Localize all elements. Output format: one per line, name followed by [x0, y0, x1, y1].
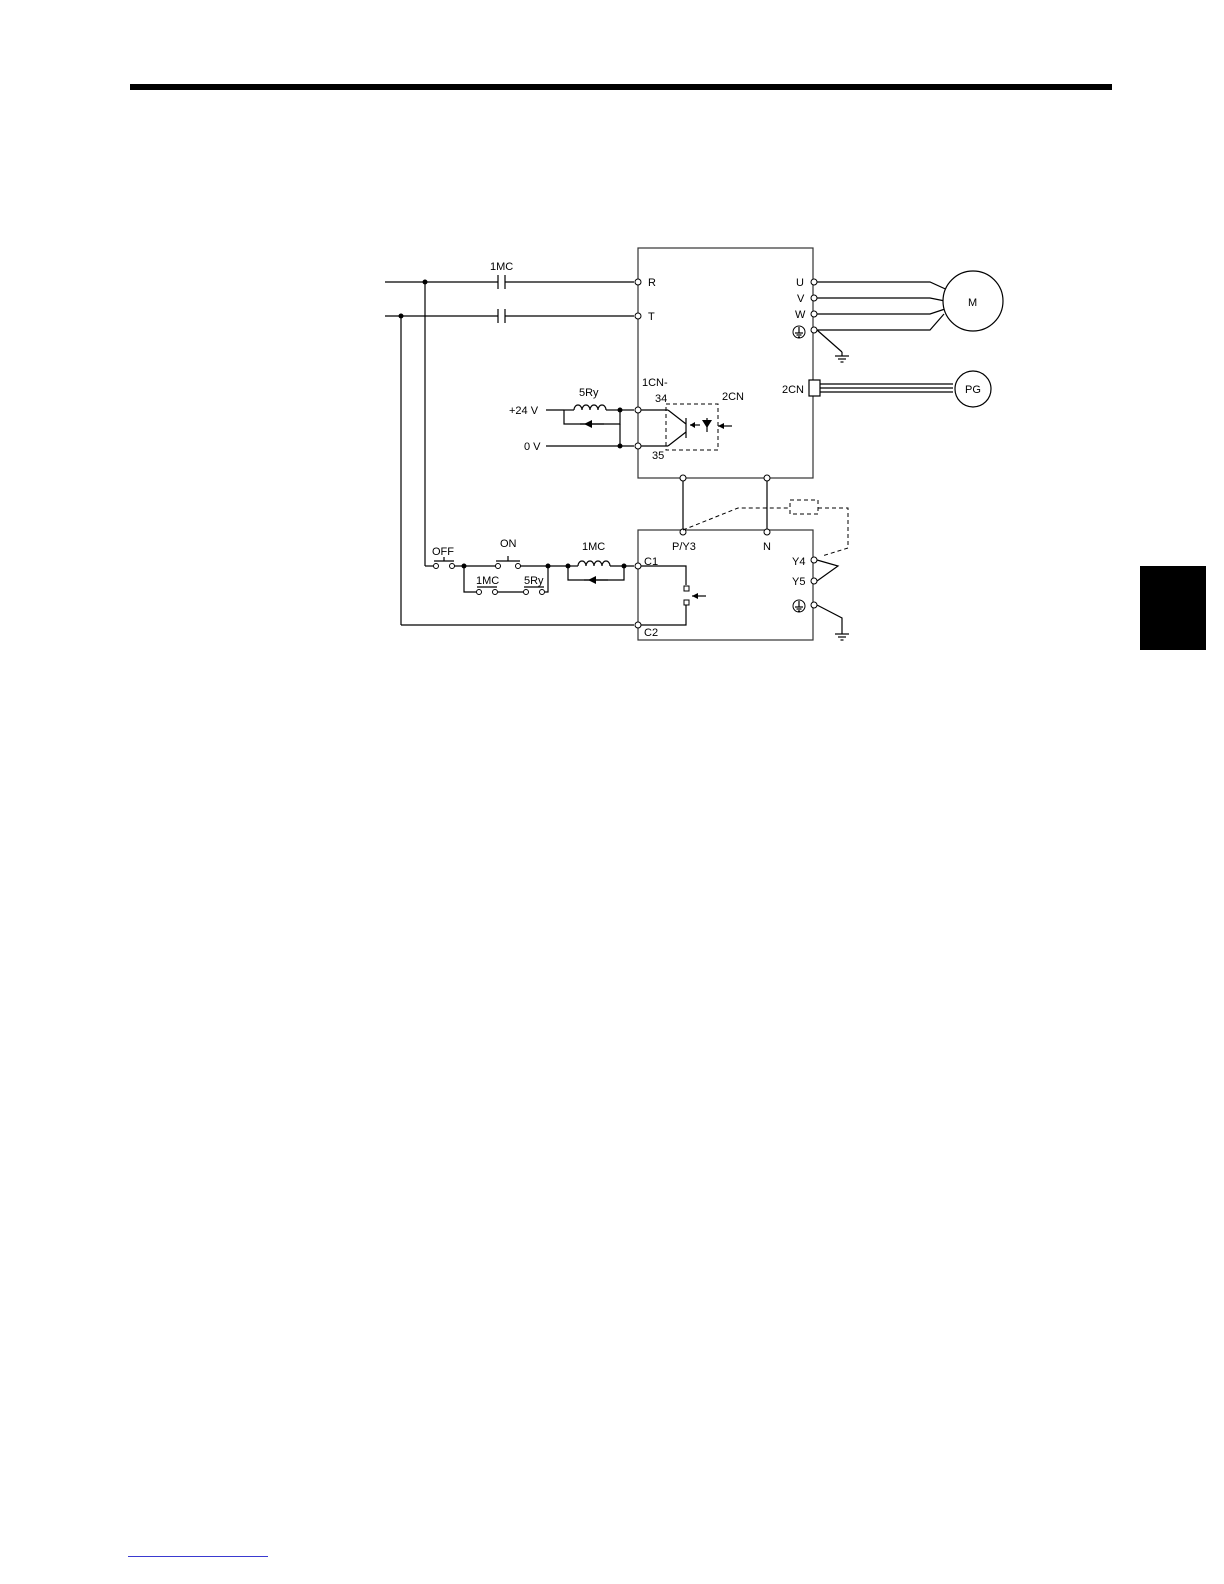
regen-unit-box: [638, 530, 813, 640]
label-pin34: 34: [655, 393, 667, 405]
label-1mc-contact: 1MC: [476, 575, 499, 587]
c2-line: [401, 622, 641, 628]
label-y5: Y5: [792, 576, 805, 588]
label-terminal-u: U: [796, 277, 804, 289]
motor-wiring: [817, 282, 952, 362]
label-encoder: PG: [965, 384, 981, 396]
label-5ry: 5Ry: [579, 387, 599, 399]
label-off: OFF: [432, 546, 454, 558]
label-motor: M: [968, 297, 977, 309]
on-switch: [464, 556, 548, 569]
label-terminal-t: T: [648, 311, 655, 323]
label-0v: 0 V: [524, 441, 541, 453]
dc-bus-links: [680, 475, 770, 535]
ground-icon: [793, 600, 805, 612]
label-2cn-main: 2CN: [782, 384, 804, 396]
label-plus24v: +24 V: [509, 405, 539, 417]
label-2cn-opto: 2CN: [722, 391, 744, 403]
regen-terminals: [811, 557, 849, 640]
label-1mc-top: 1MC: [490, 261, 513, 273]
motor-terminals: [811, 279, 817, 333]
label-pin35: 35: [652, 450, 664, 462]
relay-5ry-coil: [546, 405, 641, 428]
label-terminal-r: R: [648, 277, 656, 289]
label-py3: P/Y3: [672, 541, 696, 553]
zero-v-line: [546, 424, 641, 449]
motor: M: [943, 271, 1003, 331]
label-1cn: 1CN-: [642, 377, 668, 389]
label-c2: C2: [644, 627, 658, 639]
ground-icon: [793, 326, 805, 338]
label-on: ON: [500, 538, 517, 550]
power-line-t: [385, 309, 641, 323]
encoder: PG: [955, 371, 991, 407]
power-line-r: [385, 275, 641, 289]
label-5ry-contact: 5Ry: [524, 575, 544, 587]
label-n: N: [763, 541, 771, 553]
photocoupler-output: [641, 404, 732, 450]
label-terminal-w: W: [795, 309, 806, 321]
label-terminal-v: V: [797, 293, 805, 305]
mc-coil: [548, 561, 641, 584]
servopack-box: [638, 248, 813, 478]
label-1mc-coil: 1MC: [582, 541, 605, 553]
off-switch: [425, 557, 464, 569]
internal-contact: [641, 566, 706, 625]
label-y4: Y4: [792, 556, 805, 568]
encoder-cable: [809, 380, 953, 396]
